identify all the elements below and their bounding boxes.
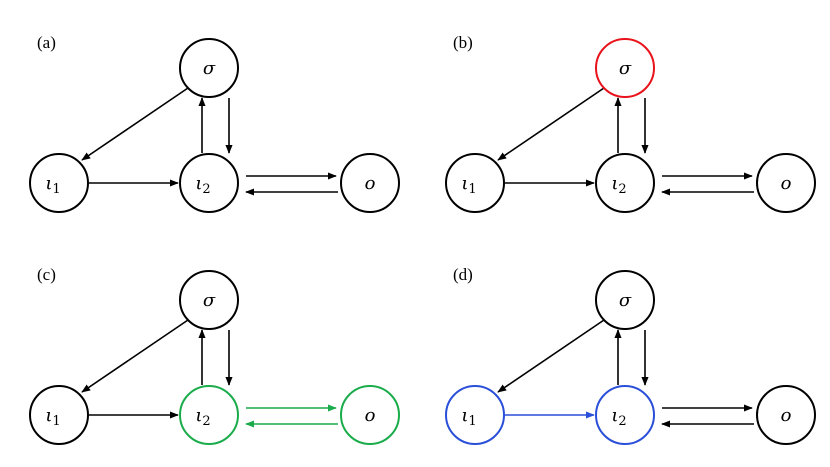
node-iota2: ι2 <box>179 153 239 213</box>
node-symbol: o <box>365 405 376 426</box>
node-circle <box>179 270 239 330</box>
edge-sigma-to-iota1 <box>81 319 189 393</box>
node-o: o <box>340 153 400 213</box>
node-sigma: σ <box>179 270 239 330</box>
node-circle <box>595 385 655 445</box>
node-circle <box>595 153 655 213</box>
node-label: σ <box>619 58 632 79</box>
node-label: o <box>365 173 376 194</box>
node-circle <box>29 385 89 445</box>
node-symbol: ι <box>611 405 618 426</box>
node-symbol: σ <box>203 58 216 79</box>
node-circle <box>340 153 400 213</box>
node-symbol: o <box>781 405 792 426</box>
node-subscript: 2 <box>618 182 626 197</box>
panel-label: (b) <box>453 33 473 52</box>
node-circle <box>29 153 89 213</box>
node-iota2: ι2 <box>595 385 655 445</box>
node-symbol: ι <box>611 173 618 194</box>
node-symbol: ι <box>195 405 202 426</box>
edge-sigma-to-iota1 <box>81 87 189 161</box>
node-o: o <box>756 385 816 445</box>
node-iota1: ι1 <box>29 385 89 445</box>
node-label: ι2 <box>195 173 210 197</box>
node-sigma: σ <box>595 270 655 330</box>
node-iota2: ι2 <box>595 153 655 213</box>
node-circle <box>340 385 400 445</box>
node-label: o <box>781 173 792 194</box>
edge-sigma-to-iota1 <box>497 87 605 161</box>
node-circle <box>595 270 655 330</box>
node-symbol: σ <box>203 290 216 311</box>
node-label: o <box>781 405 792 426</box>
node-circle <box>179 153 239 213</box>
node-label: o <box>365 405 376 426</box>
node-subscript: 2 <box>618 414 626 429</box>
node-label: ι1 <box>45 405 60 429</box>
node-circle <box>756 385 816 445</box>
node-label: ι2 <box>611 405 626 429</box>
node-o: o <box>756 153 816 213</box>
node-label: ι1 <box>461 405 476 429</box>
node-circle <box>595 38 655 98</box>
node-iota1: ι1 <box>445 385 505 445</box>
node-circle <box>756 153 816 213</box>
node-sigma: σ <box>179 38 239 98</box>
node-symbol: ι <box>461 405 468 426</box>
node-iota1: ι1 <box>445 153 505 213</box>
node-subscript: 1 <box>468 182 476 197</box>
node-label: ι1 <box>461 173 476 197</box>
node-label: ι2 <box>195 405 210 429</box>
node-subscript: 2 <box>202 414 210 429</box>
node-iota2: ι2 <box>179 385 239 445</box>
node-symbol: ι <box>195 173 202 194</box>
node-label: σ <box>203 58 216 79</box>
node-subscript: 2 <box>202 182 210 197</box>
node-symbol: σ <box>619 58 632 79</box>
node-circle <box>179 38 239 98</box>
panel-label: (d) <box>453 265 473 284</box>
node-symbol: ι <box>461 173 468 194</box>
node-symbol: σ <box>619 290 632 311</box>
edge-sigma-to-iota1 <box>497 319 605 393</box>
node-label: σ <box>203 290 216 311</box>
panel-label: (c) <box>37 265 56 284</box>
node-label: ι2 <box>611 173 626 197</box>
node-subscript: 1 <box>52 414 60 429</box>
node-circle <box>445 385 505 445</box>
node-circle <box>179 385 239 445</box>
node-circle <box>445 153 505 213</box>
node-symbol: ι <box>45 173 52 194</box>
node-symbol: o <box>781 173 792 194</box>
node-symbol: ι <box>45 405 52 426</box>
node-subscript: 1 <box>468 414 476 429</box>
node-label: σ <box>619 290 632 311</box>
panel-label: (a) <box>37 33 56 52</box>
node-iota1: ι1 <box>29 153 89 213</box>
node-label: ι1 <box>45 173 60 197</box>
node-symbol: o <box>365 173 376 194</box>
node-o: o <box>340 385 400 445</box>
node-subscript: 1 <box>52 182 60 197</box>
node-sigma: σ <box>595 38 655 98</box>
